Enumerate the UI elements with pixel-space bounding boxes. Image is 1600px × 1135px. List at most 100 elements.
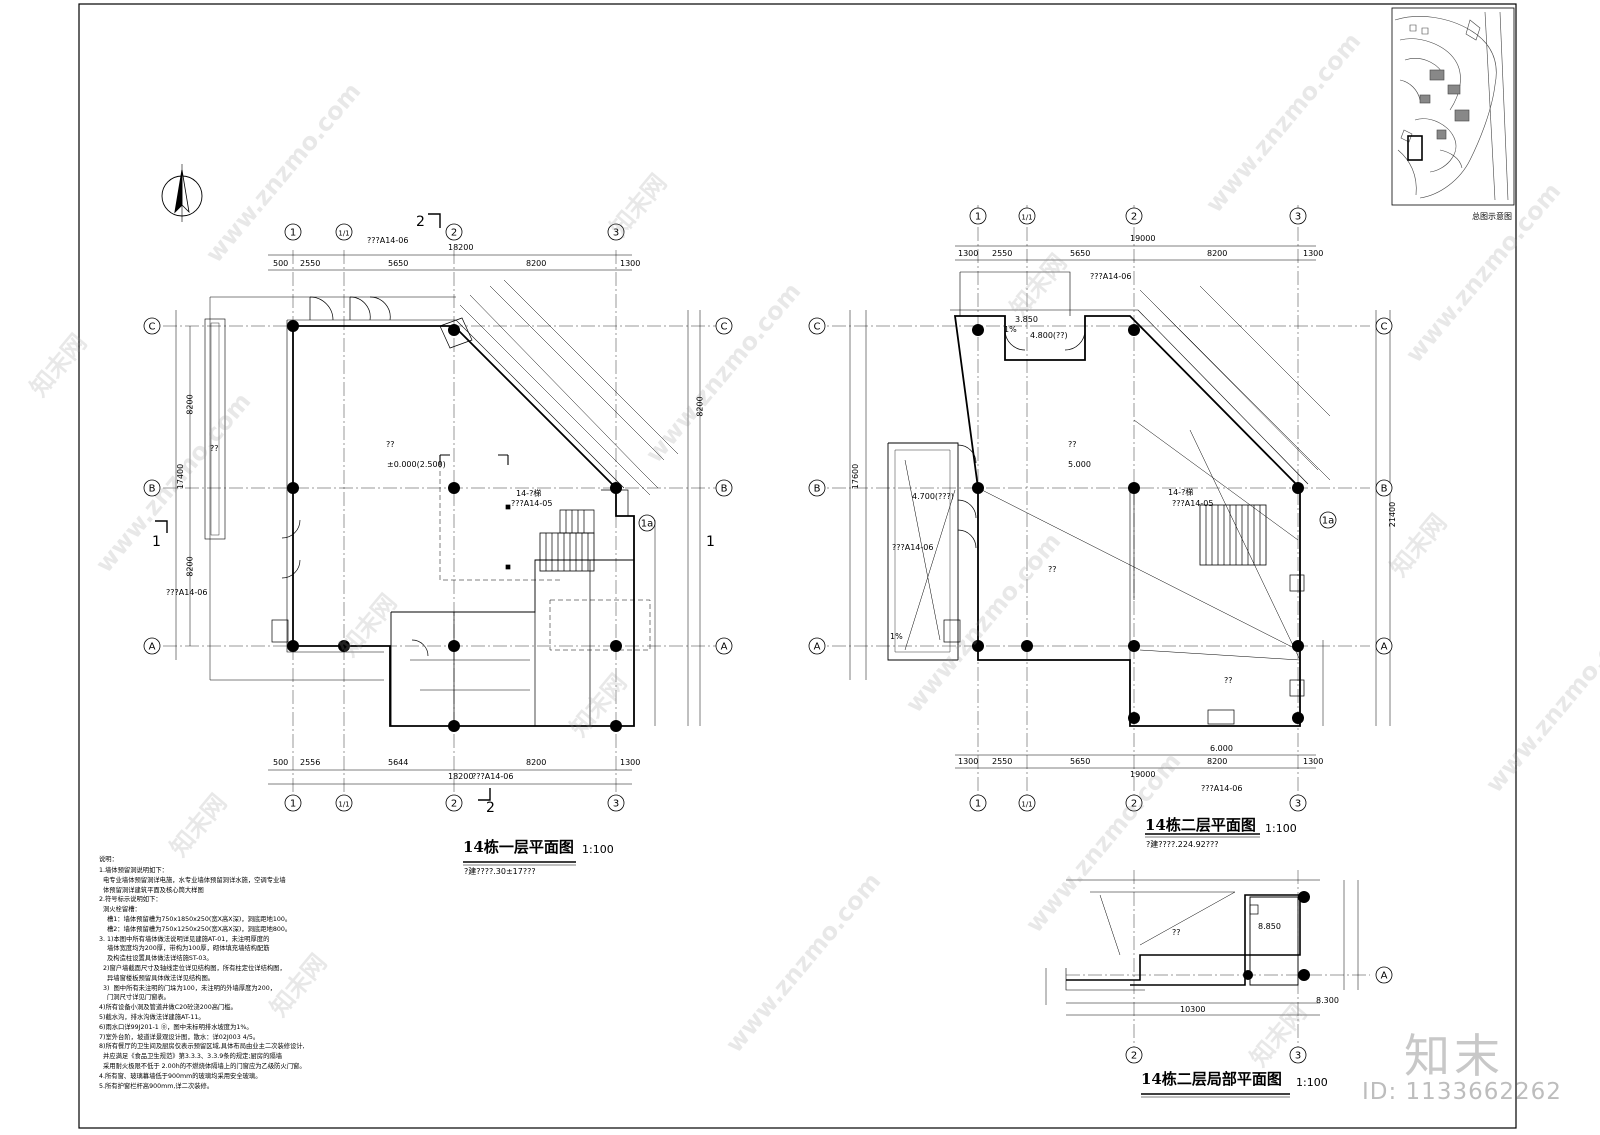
plan1-axis-top-2-label: 2 xyxy=(451,228,457,239)
slope-label-2: 1% xyxy=(1004,325,1017,334)
plan2-axis-left-2-bubble xyxy=(808,637,826,655)
watermark-id: ID: 1133662262 xyxy=(1362,1079,1562,1105)
plan1-axis-right-0-label: C xyxy=(721,322,728,333)
plan1-axis-left-1-bubble xyxy=(143,479,161,497)
note-line: 2)窗户墙截面尺寸及轴线定位详见结构图，所有柱定位详结构图， xyxy=(99,964,286,972)
plan1-axis-right-1-label: B xyxy=(721,484,728,495)
plan2-left-total-dim: 17600 xyxy=(851,463,861,490)
dim-value: 5650 xyxy=(388,259,409,268)
plan1-subtitle: ?建????.30±17??? xyxy=(464,867,536,876)
plan2-axis-bottom-1-label: 1/1 xyxy=(1021,801,1032,809)
ref-a1405-plan2: ???A14-05 xyxy=(1172,499,1214,508)
plan1-total-dim-bottom: 18200 xyxy=(448,772,474,781)
plan2-axis-left-1-bubble xyxy=(808,479,826,497)
plan1-axis-bottom-2-label: 2 xyxy=(451,799,457,810)
plan3-axis-bottom-1-bubble xyxy=(1289,1046,1307,1064)
ref-a1406-left: ???A14-06 xyxy=(166,588,208,597)
plan3-scale: 1:100 xyxy=(1296,1076,1328,1089)
section-2-top: 2 xyxy=(416,214,425,230)
ref-a1406-top: ???A14-06 xyxy=(367,236,409,245)
plan2-axis-top-3-bubble xyxy=(1289,207,1307,225)
note-line: 4)所有设备小洞及管道井做C20砼浇200高门槛。 xyxy=(99,1004,237,1012)
plan1-axis-right-2-label: A xyxy=(721,642,728,653)
dim-value: 500 xyxy=(273,259,289,268)
plan2-total-dim-bottom: 19000 xyxy=(1130,770,1156,779)
dim-value: 5650 xyxy=(1070,249,1091,258)
dim-value: 1300 xyxy=(620,259,641,268)
plan3-linework xyxy=(1045,870,1370,1048)
plan1-left-total-dim: 17400 xyxy=(176,463,186,490)
note-line: 并应满足《食品卫生规范》第3.3.3、3.3.9条的规定;厨房的隔墙 xyxy=(99,1053,282,1061)
note-line: 体预留洞详建筑平面及核心筒大样图 xyxy=(99,886,204,894)
plan2-axis-bottom-2-bubble xyxy=(1125,794,1143,812)
section-2-bottom: 2 xyxy=(486,800,495,816)
plan1-scale: 1:100 xyxy=(582,843,614,856)
plan3-axis-bottom-0-bubble xyxy=(1125,1046,1143,1064)
dim-value: 500 xyxy=(273,758,289,767)
plan3-axis-right-bubble xyxy=(1375,966,1393,984)
plan2-columns xyxy=(972,324,1304,724)
dim-value: 8200 xyxy=(526,758,547,767)
section-1-right: 1 xyxy=(706,534,715,550)
note-line: 门洞尺寸详见门窗表。 xyxy=(99,994,170,1002)
level-4700: 4.700(???) xyxy=(912,492,954,501)
plan2-axis-right-2-bubble xyxy=(1375,637,1393,655)
plan2-axis-bottom-1-bubble xyxy=(1018,794,1036,812)
ref-a1406-bottom: ???A14-06 xyxy=(472,772,514,781)
notes-heading: 说明： xyxy=(99,856,118,863)
plan2-axis-right-0-label: C xyxy=(1381,322,1388,333)
dim-value: 1300 xyxy=(958,249,979,258)
ref-a1406-plan2-left: ???A14-06 xyxy=(892,543,934,552)
plan1-axis-right-1-bubble xyxy=(715,479,733,497)
site-key-map xyxy=(1391,7,1515,206)
plan2-axis-top-1-label: 1/1 xyxy=(1021,214,1032,222)
room-label-plan2-c: ?? xyxy=(1224,676,1233,685)
plan2-axis-bottom-3-label: 3 xyxy=(1295,799,1301,810)
watermark-brand: 知末 xyxy=(1404,1029,1504,1083)
dim-value: 8200 xyxy=(526,259,547,268)
plan2-axis-right-0-bubble xyxy=(1375,317,1393,335)
site-highlight xyxy=(1407,135,1423,161)
section-1-left: 1 xyxy=(152,534,161,550)
plan2-axis-1a-label: 1a xyxy=(1322,516,1335,527)
plan1-axis-top-1-label: 1/1 xyxy=(338,230,349,238)
plan2-axis-top-2-bubble xyxy=(1125,207,1143,225)
plan1-axis-top-2-bubble xyxy=(445,223,463,241)
room-label-plan1-a: ?? xyxy=(386,440,395,449)
plan1-title: 14栋一层平面图 xyxy=(463,838,574,856)
dim-value: 1300 xyxy=(1303,249,1324,258)
level-6000: 6.000 xyxy=(1210,744,1233,753)
plan1-axis-bottom-1-label: 1/1 xyxy=(338,801,349,809)
dim-value: 5644 xyxy=(388,758,409,767)
plan3-columns xyxy=(1243,891,1310,981)
notes-body: 1.墙体预留洞说明如下： 电专业墙体预留洞详电施，水专业墙体预留洞详水施，空调专… xyxy=(99,866,306,1091)
plan2-axis-bottom-0-bubble xyxy=(969,794,987,812)
note-line: 7)室外台阶，坡道详景观设计图，散水：详02J003 4/5。 xyxy=(99,1033,260,1041)
note-line: 5.所有护窗栏杆高900mm,详二次装修。 xyxy=(99,1082,214,1090)
plan1-axis-right-2-bubble xyxy=(715,637,733,655)
dim-value: 1300 xyxy=(958,757,979,766)
plan1-axis-top-3-label: 3 xyxy=(613,228,619,239)
note-line: 及构造柱设置具体做法详结施ST-03。 xyxy=(99,955,213,963)
dim-value: 1300 xyxy=(620,758,641,767)
plan1-bay-dim-2: 8200 xyxy=(185,556,195,577)
plan1-axis-1a-label: 1a xyxy=(641,519,654,530)
note-line: 2.符号标示说明如下： xyxy=(99,896,162,904)
plan1-axis-left-1-label: B xyxy=(149,484,156,495)
ref-a1406-plan2-top: ???A14-06 xyxy=(1090,272,1132,281)
plan1-columns xyxy=(287,320,622,732)
plan2-axis-top-3-label: 3 xyxy=(1295,212,1301,223)
plan1-axis-top-3-bubble xyxy=(607,223,625,241)
plan2-axis-top-2-label: 2 xyxy=(1131,212,1137,223)
plan1-total-dim-top: 18200 xyxy=(448,243,474,252)
dim-value: 5650 xyxy=(1070,757,1091,766)
plan1-axis-bottom-1-bubble xyxy=(335,794,353,812)
plan1-axis-bottom-0-label: 1 xyxy=(290,799,296,810)
dim-value: 8200 xyxy=(1207,249,1228,258)
plan1-linework xyxy=(155,213,723,801)
plan1-axis-top-0-label: 1 xyxy=(290,228,296,239)
plan3-total-dim: 10300 xyxy=(1180,1005,1206,1014)
stair-label-plan1: 14-?梯 xyxy=(516,489,542,498)
note-line: 墙体宽度均为200厚，带构为100厚，砌体填充墙结构配筋 xyxy=(99,945,270,953)
